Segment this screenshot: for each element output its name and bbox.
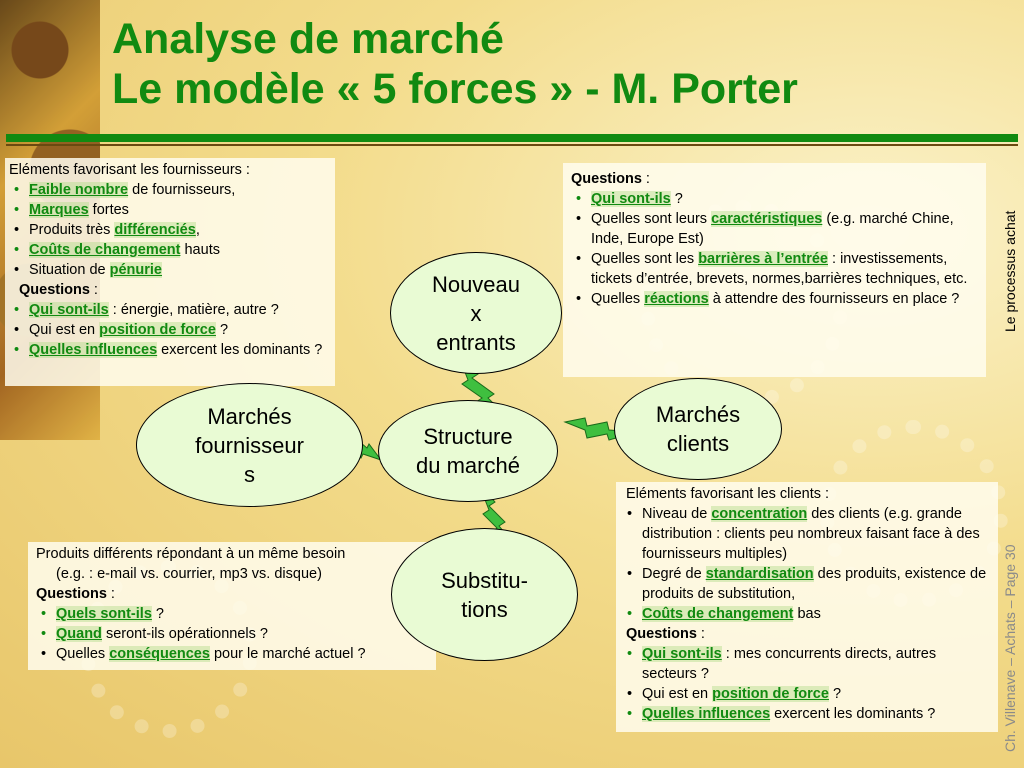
side-label-processus-achat: Le processus achat: [1002, 210, 1018, 332]
list-item: Quels sont-ils ?: [36, 604, 428, 624]
fournisseurs-list: Faible nombre de fournisseurs, Marques f…: [9, 180, 331, 280]
substituts-questions-heading: Questions :: [36, 586, 115, 602]
list-item: Quelles sont les barrières à l’entrée : …: [571, 249, 978, 289]
entrants-box: Questions : Qui sont-ils ? Quelles sont …: [563, 163, 986, 377]
list-item: Quand seront-ils opérationnels ?: [36, 624, 428, 644]
list-item: Qui sont-ils : énergie, matière, autre ?: [9, 300, 331, 320]
title-divider: [6, 134, 1018, 142]
clients-heading: Eléments favorisant les clients :: [626, 486, 830, 502]
list-item: Niveau de concentration des clients (e.g…: [622, 504, 992, 564]
list-item: Coûts de changement bas: [622, 604, 992, 624]
list-item: Faible nombre de fournisseurs,: [9, 180, 331, 200]
list-item: Qui est en position de force ?: [622, 684, 992, 704]
oval-structure-du-marche: Structure du marché: [378, 400, 558, 502]
substituts-line-1: Produits différents répondant à un même …: [36, 546, 346, 562]
list-item: Marques fortes: [9, 200, 331, 220]
clients-box: Eléments favorisant les clients : Niveau…: [616, 482, 998, 732]
list-item: Coûts de changement hauts: [9, 240, 331, 260]
page-title: Analyse de marché Le modèle « 5 forces »…: [112, 14, 798, 114]
list-item: Degré de standardisation des produits, e…: [622, 564, 992, 604]
list-item: Quelles sont leurs caractéristiques (e.g…: [571, 209, 978, 249]
list-item: Produits très différenciés,: [9, 220, 331, 240]
title-divider-shadow: [6, 144, 1018, 146]
title-line-1: Analyse de marché: [112, 15, 504, 63]
oval-marches-clients: Marchés clients: [614, 378, 782, 480]
fournisseurs-box: Eléments favorisant les fournisseurs : F…: [5, 158, 335, 386]
list-item: Situation de pénurie: [9, 260, 331, 280]
clients-questions-heading: Questions :: [626, 626, 705, 642]
list-item: Qui est en position de force ?: [9, 320, 331, 340]
list-item: Quelles réactions à attendre des fournis…: [571, 289, 978, 309]
substituts-box: Produits différents répondant à un même …: [28, 542, 436, 670]
oval-substitutions: Substitu- tions: [391, 528, 578, 661]
footer-page-info: Ch. Villenave – Achats – Page 30: [1002, 544, 1018, 752]
oval-nouveaux-entrants: Nouveau x entrants: [390, 252, 562, 374]
fournisseurs-heading: Eléments favorisant les fournisseurs :: [9, 162, 250, 178]
entrants-list: Qui sont-ils ? Quelles sont leurs caract…: [571, 189, 978, 309]
substituts-line-2: (e.g. : e-mail vs. courrier, mp3 vs. dis…: [56, 566, 322, 582]
list-item: Quelles conséquences pour le marché actu…: [36, 644, 428, 664]
clients-questions-list: Qui sont-ils : mes concurrents directs, …: [622, 644, 992, 724]
list-item: Qui sont-ils : mes concurrents directs, …: [622, 644, 992, 684]
entrants-questions-heading: Questions :: [571, 171, 650, 187]
oval-marches-fournisseurs: Marchés fournisseur s: [136, 383, 363, 507]
clients-list: Niveau de concentration des clients (e.g…: [622, 504, 992, 624]
list-item: Qui sont-ils ?: [571, 189, 978, 209]
title-line-2: Le modèle « 5 forces » - M. Porter: [112, 65, 798, 113]
fournisseurs-questions-heading: Questions :: [19, 282, 98, 298]
list-item: Quelles influences exercent les dominant…: [9, 340, 331, 360]
substituts-list: Quels sont-ils ? Quand seront-ils opérat…: [36, 604, 428, 664]
list-item: Quelles influences exercent les dominant…: [622, 704, 992, 724]
fournisseurs-questions-list: Qui sont-ils : énergie, matière, autre ?…: [9, 300, 331, 360]
